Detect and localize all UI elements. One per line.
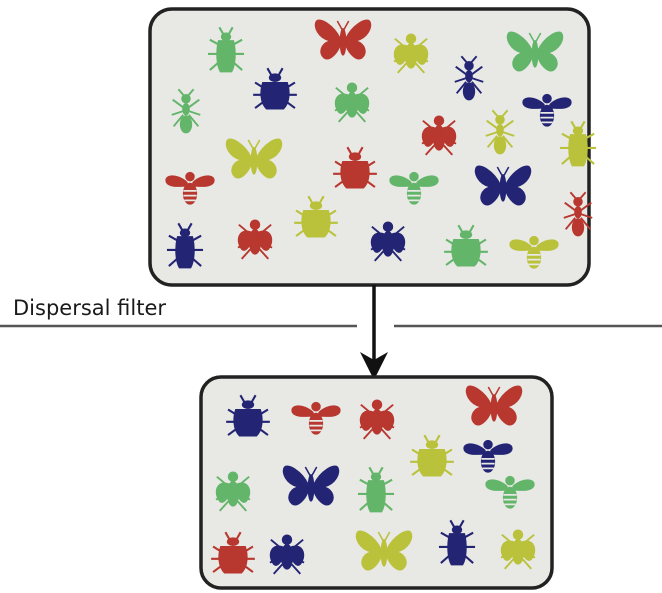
dispersal-filter-label: Dispersal filter [13,296,166,320]
